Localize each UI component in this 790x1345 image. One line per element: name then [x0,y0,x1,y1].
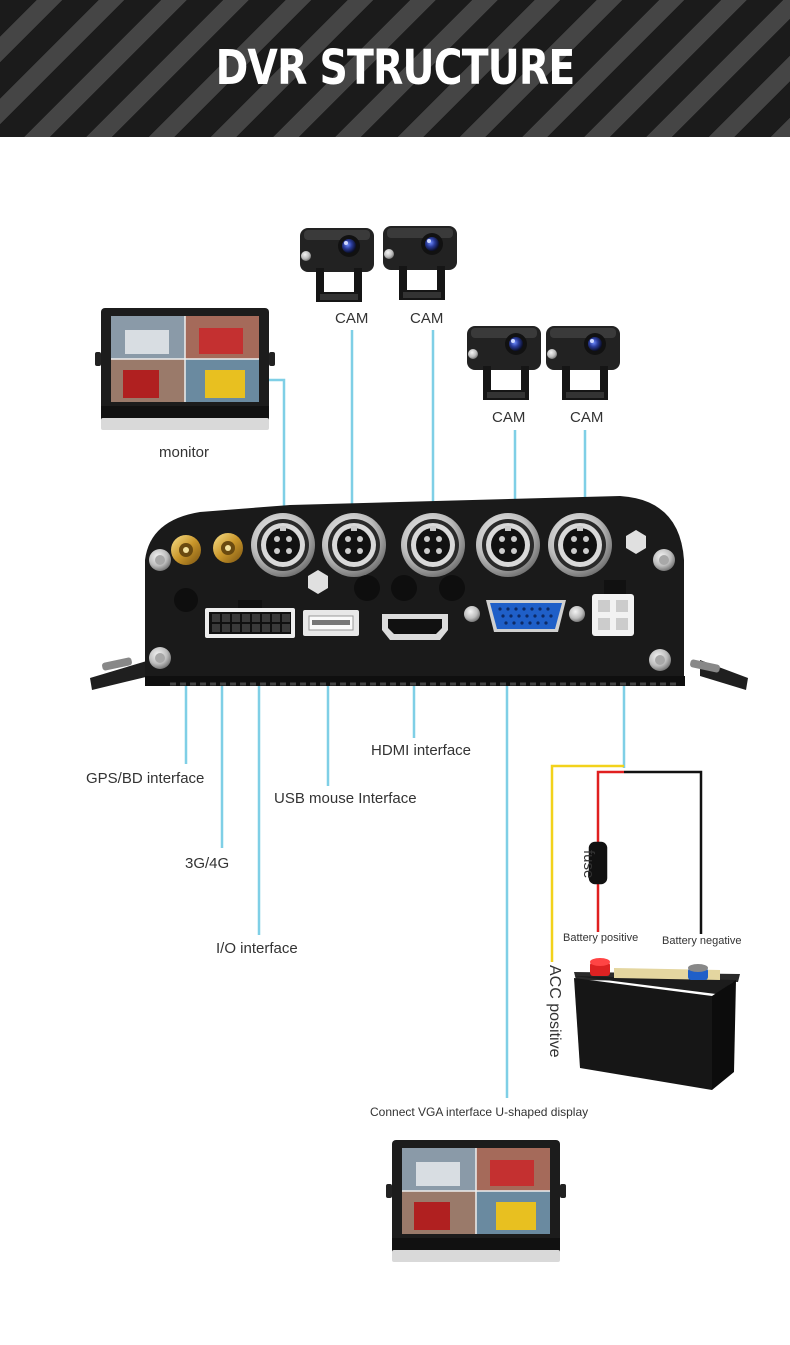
screw [649,649,671,671]
antenna-connector-icon [213,533,243,563]
screw [149,549,171,571]
header-banner: DVR STRUCTURE [0,0,790,137]
screw [653,549,675,571]
hex-nut [626,530,646,554]
antenna-connector-icon [171,535,201,565]
power-wires [550,764,703,962]
camera-port [548,513,612,577]
camera-icon [467,326,541,400]
usb-mouse-interface-label: USB mouse Interface [274,790,417,807]
monitor-icon [385,1139,567,1263]
fuse-label: fuse [580,850,597,879]
blank-port [174,588,198,612]
hdmi-interface-label: HDMI interface [371,742,472,759]
cam-label: CAM [492,409,526,426]
io-port [205,600,295,638]
monitor-label: monitor [159,444,210,461]
camera-icon [300,228,374,302]
cam-label: CAM [410,310,444,327]
vga-port-icon [464,600,585,632]
page-title: DVR STRUCTURE [215,40,576,96]
cam-label: CAM [335,310,369,327]
hdmi-port-icon [382,614,448,640]
io-interface-label: I/O interface [216,940,298,957]
screw [149,647,171,669]
battery-negative-label: Battery negative [662,935,742,947]
camera-port [251,513,315,577]
camera-icon [383,226,457,300]
battery-positive-label: Battery positive [563,932,639,944]
vga-display-label: Connect VGA interface U-shaped display [370,1105,589,1119]
usb-port-icon [303,610,359,636]
camera-icon [546,326,620,400]
3g-4g-label: 3G/4G [185,855,230,872]
battery-icon [574,958,740,1090]
gps-bd-interface-label: GPS/BD interface [86,770,205,787]
hex-nut [308,570,328,594]
camera-port [401,513,465,577]
acc-positive-label: ACC positive [546,965,563,1058]
power-port [592,580,634,636]
cam-label: CAM [570,409,604,426]
camera-port [476,513,540,577]
camera-port [322,513,386,577]
monitor-icon [94,307,276,431]
